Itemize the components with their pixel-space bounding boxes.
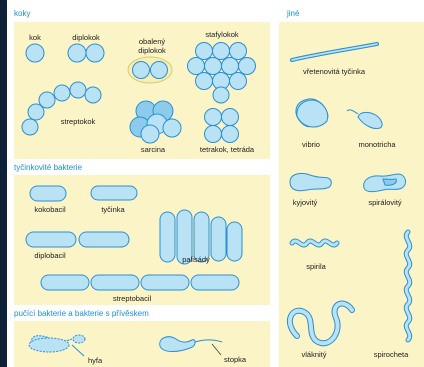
kyjovity-shape [290, 173, 331, 190]
label-kok: kok [29, 33, 41, 42]
tetrakok-shape [205, 109, 239, 143]
label-stafylokok: stafylokok [205, 30, 238, 39]
monotricha-shape [347, 110, 382, 129]
vlaknity-shape [290, 304, 352, 344]
diplobacil-shape [26, 232, 129, 247]
label-kokobacil: kokobacil [34, 205, 65, 214]
tycinka-shape [91, 186, 137, 200]
label-stopka: stopka [224, 355, 246, 364]
label-spiralovity: spirálovitý [368, 198, 401, 207]
vibrio-shape [296, 99, 328, 127]
hyfa-shape [29, 335, 85, 356]
label-obaleny-diplokok-line2: diplokok [138, 46, 166, 55]
label-vretenovita-tycinka: vřetenovitá tyčinka [303, 67, 365, 76]
label-spirila: spirila [306, 262, 326, 271]
label-kyjovity: kyjovitý [293, 198, 318, 207]
label-tetrakok: tetrakok, tetráda [200, 145, 254, 154]
kok-shape [26, 44, 44, 62]
stopka-shape [160, 337, 222, 355]
spirila-shape [292, 241, 337, 245]
streptobacil-shape [41, 275, 239, 290]
kokobacil-shape [30, 186, 66, 201]
label-monotricha: monotricha [358, 140, 395, 149]
label-diplobacil: diplobacil [34, 251, 65, 260]
vretenovita-tycinka-shape [292, 44, 377, 60]
label-diplokok: diplokok [72, 33, 100, 42]
spiralovity-shape [364, 174, 406, 192]
diplokok-shape [68, 44, 104, 62]
label-streptokok: streptokok [61, 117, 96, 126]
spirocheta-shape [406, 232, 409, 340]
label-sarcina: sarcina [141, 145, 165, 154]
stafylokok-shape [188, 43, 256, 104]
label-palisady: palisády [182, 255, 210, 264]
label-vlaknity: vláknitý [301, 350, 326, 359]
label-obaleny-diplokok-line1: obalený [139, 37, 165, 46]
label-hyfa: hyfa [88, 356, 102, 365]
streptokok-shape [22, 82, 101, 135]
sarcina-shape [130, 101, 181, 143]
obaleny-diplokok-shape [128, 57, 172, 83]
label-streptobacil: streptobacil [113, 294, 151, 303]
label-vibrio: vibrio [302, 140, 320, 149]
label-tycinka: tyčinka [101, 205, 124, 214]
label-spirocheta: spirocheta [374, 350, 409, 359]
